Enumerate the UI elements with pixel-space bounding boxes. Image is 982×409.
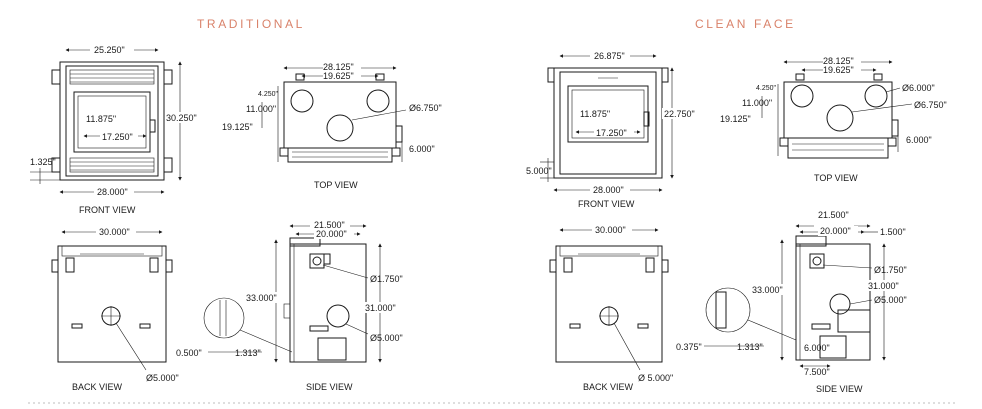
- trad-side-height-a: 33.000": [246, 293, 277, 303]
- trad-side-small-hole: Ø1.750": [370, 274, 403, 284]
- trad-top-c: 19.125": [222, 122, 253, 132]
- cf-back-caption: BACK VIEW: [583, 382, 634, 392]
- cf-top-a: 4.250": [756, 85, 777, 92]
- trad-front-inner-width: 17.250": [102, 132, 133, 142]
- cf-side-top1: 21.500": [818, 210, 849, 220]
- cf-side-small-hole: Ø1.750": [874, 265, 907, 275]
- trad-side-top1: 21.500": [314, 220, 345, 230]
- trad-top-inner: 19.625": [323, 71, 354, 81]
- trad-front-top-width: 25.250": [94, 45, 125, 55]
- trad-top-a: 4.250": [258, 91, 279, 98]
- clean-face-back-view: 30.000" Ø 5.000" BACK VIEW: [549, 224, 673, 392]
- trad-top-caption: TOP VIEW: [314, 180, 358, 190]
- traditional-back-view: 30.000" Ø5.000" BACK VIEW: [51, 226, 179, 392]
- trad-top-outer: 28.125": [323, 62, 354, 72]
- cf-side-top2: 20.000": [820, 226, 851, 236]
- cf-front-left-offset: 5.000": [526, 166, 552, 176]
- clean-face-top-view: 28.125" 19.625" 4.250" 11.000" 19.125" Ø…: [720, 56, 947, 183]
- cf-top-outer: 28.125": [823, 56, 854, 66]
- cf-top-flue-a: Ø6.000": [902, 83, 935, 93]
- trad-front-caption: FRONT VIEW: [79, 205, 136, 215]
- cf-side-caption: SIDE VIEW: [816, 384, 863, 394]
- trad-front-bottom-width: 28.000": [97, 187, 128, 197]
- cf-top-flue-b: Ø6.750": [914, 100, 947, 110]
- cf-front-inner-width: 17.250": [596, 128, 627, 138]
- cf-side-detail-a: 0.375": [676, 342, 702, 352]
- cf-front-caption: FRONT VIEW: [578, 199, 635, 209]
- section-title-clean-face: CLEAN FACE: [695, 17, 796, 31]
- traditional-front-view: 25.250" 30.250" 11.875" 17.250" 1.325" 2…: [30, 44, 202, 215]
- trad-top-side: 6.000": [409, 144, 435, 154]
- cf-front-bottom-width: 28.000": [593, 185, 624, 195]
- cf-top-side: 6.000": [906, 135, 932, 145]
- trad-back-width: 30.000": [99, 227, 130, 237]
- cf-side-large-hole: Ø5.000": [874, 295, 907, 305]
- trad-top-flue: Ø6.750": [409, 103, 442, 113]
- cf-front-top-width: 26.875": [594, 51, 625, 61]
- cf-side-lower-b: 7.500": [804, 367, 830, 377]
- trad-side-detail-b: 1.313": [235, 348, 261, 358]
- trad-front-inner-height: 11.875": [86, 114, 116, 124]
- trad-back-hole: Ø5.000": [146, 373, 179, 383]
- cf-front-height: 22.750": [664, 109, 695, 119]
- cf-back-hole: Ø 5.000": [638, 373, 673, 383]
- trad-front-left-offset: 1.325": [30, 157, 56, 167]
- cf-side-height-a: 33.000": [752, 285, 783, 295]
- cf-side-top3: 1.500": [880, 227, 906, 237]
- cf-side-detail-b: 1.313": [737, 342, 763, 352]
- trad-side-top2: 20.000": [316, 229, 347, 239]
- trad-side-detail-a: 0.500": [176, 348, 202, 358]
- cf-top-b: 11.000": [742, 98, 772, 108]
- cf-side-lower-a: 6.000": [804, 343, 830, 353]
- trad-side-large-hole: Ø5.000": [370, 333, 403, 343]
- trad-side-caption: SIDE VIEW: [306, 382, 353, 392]
- traditional-side-view: 21.500" 20.000" Ø1.750" Ø5.000" 33.000" …: [176, 220, 404, 392]
- trad-side-height-b: 31.000": [365, 303, 396, 313]
- trad-back-caption: BACK VIEW: [72, 382, 123, 392]
- cf-top-c: 19.125": [720, 114, 751, 124]
- section-title-traditional: TRADITIONAL: [197, 17, 305, 31]
- clean-face-side-view: 21.500" 20.000" 1.500" Ø1.750" Ø5.000" 3…: [676, 210, 907, 394]
- traditional-top-view: 28.125" 19.625" 4.250" 11.000" 19.125" Ø…: [222, 62, 442, 190]
- cf-back-width: 30.000": [595, 225, 626, 235]
- cf-top-inner: 19.625": [823, 65, 854, 75]
- cf-top-caption: TOP VIEW: [814, 173, 858, 183]
- trad-front-height: 30.250": [166, 113, 197, 123]
- clean-face-front-view: 26.875" 22.750" 11.875" 17.250" 5.000" 2…: [526, 50, 702, 209]
- cf-side-height-b: 31.000": [868, 281, 899, 291]
- cf-front-inner-height: 11.875": [580, 109, 610, 119]
- trad-top-b: 11.000": [246, 104, 276, 114]
